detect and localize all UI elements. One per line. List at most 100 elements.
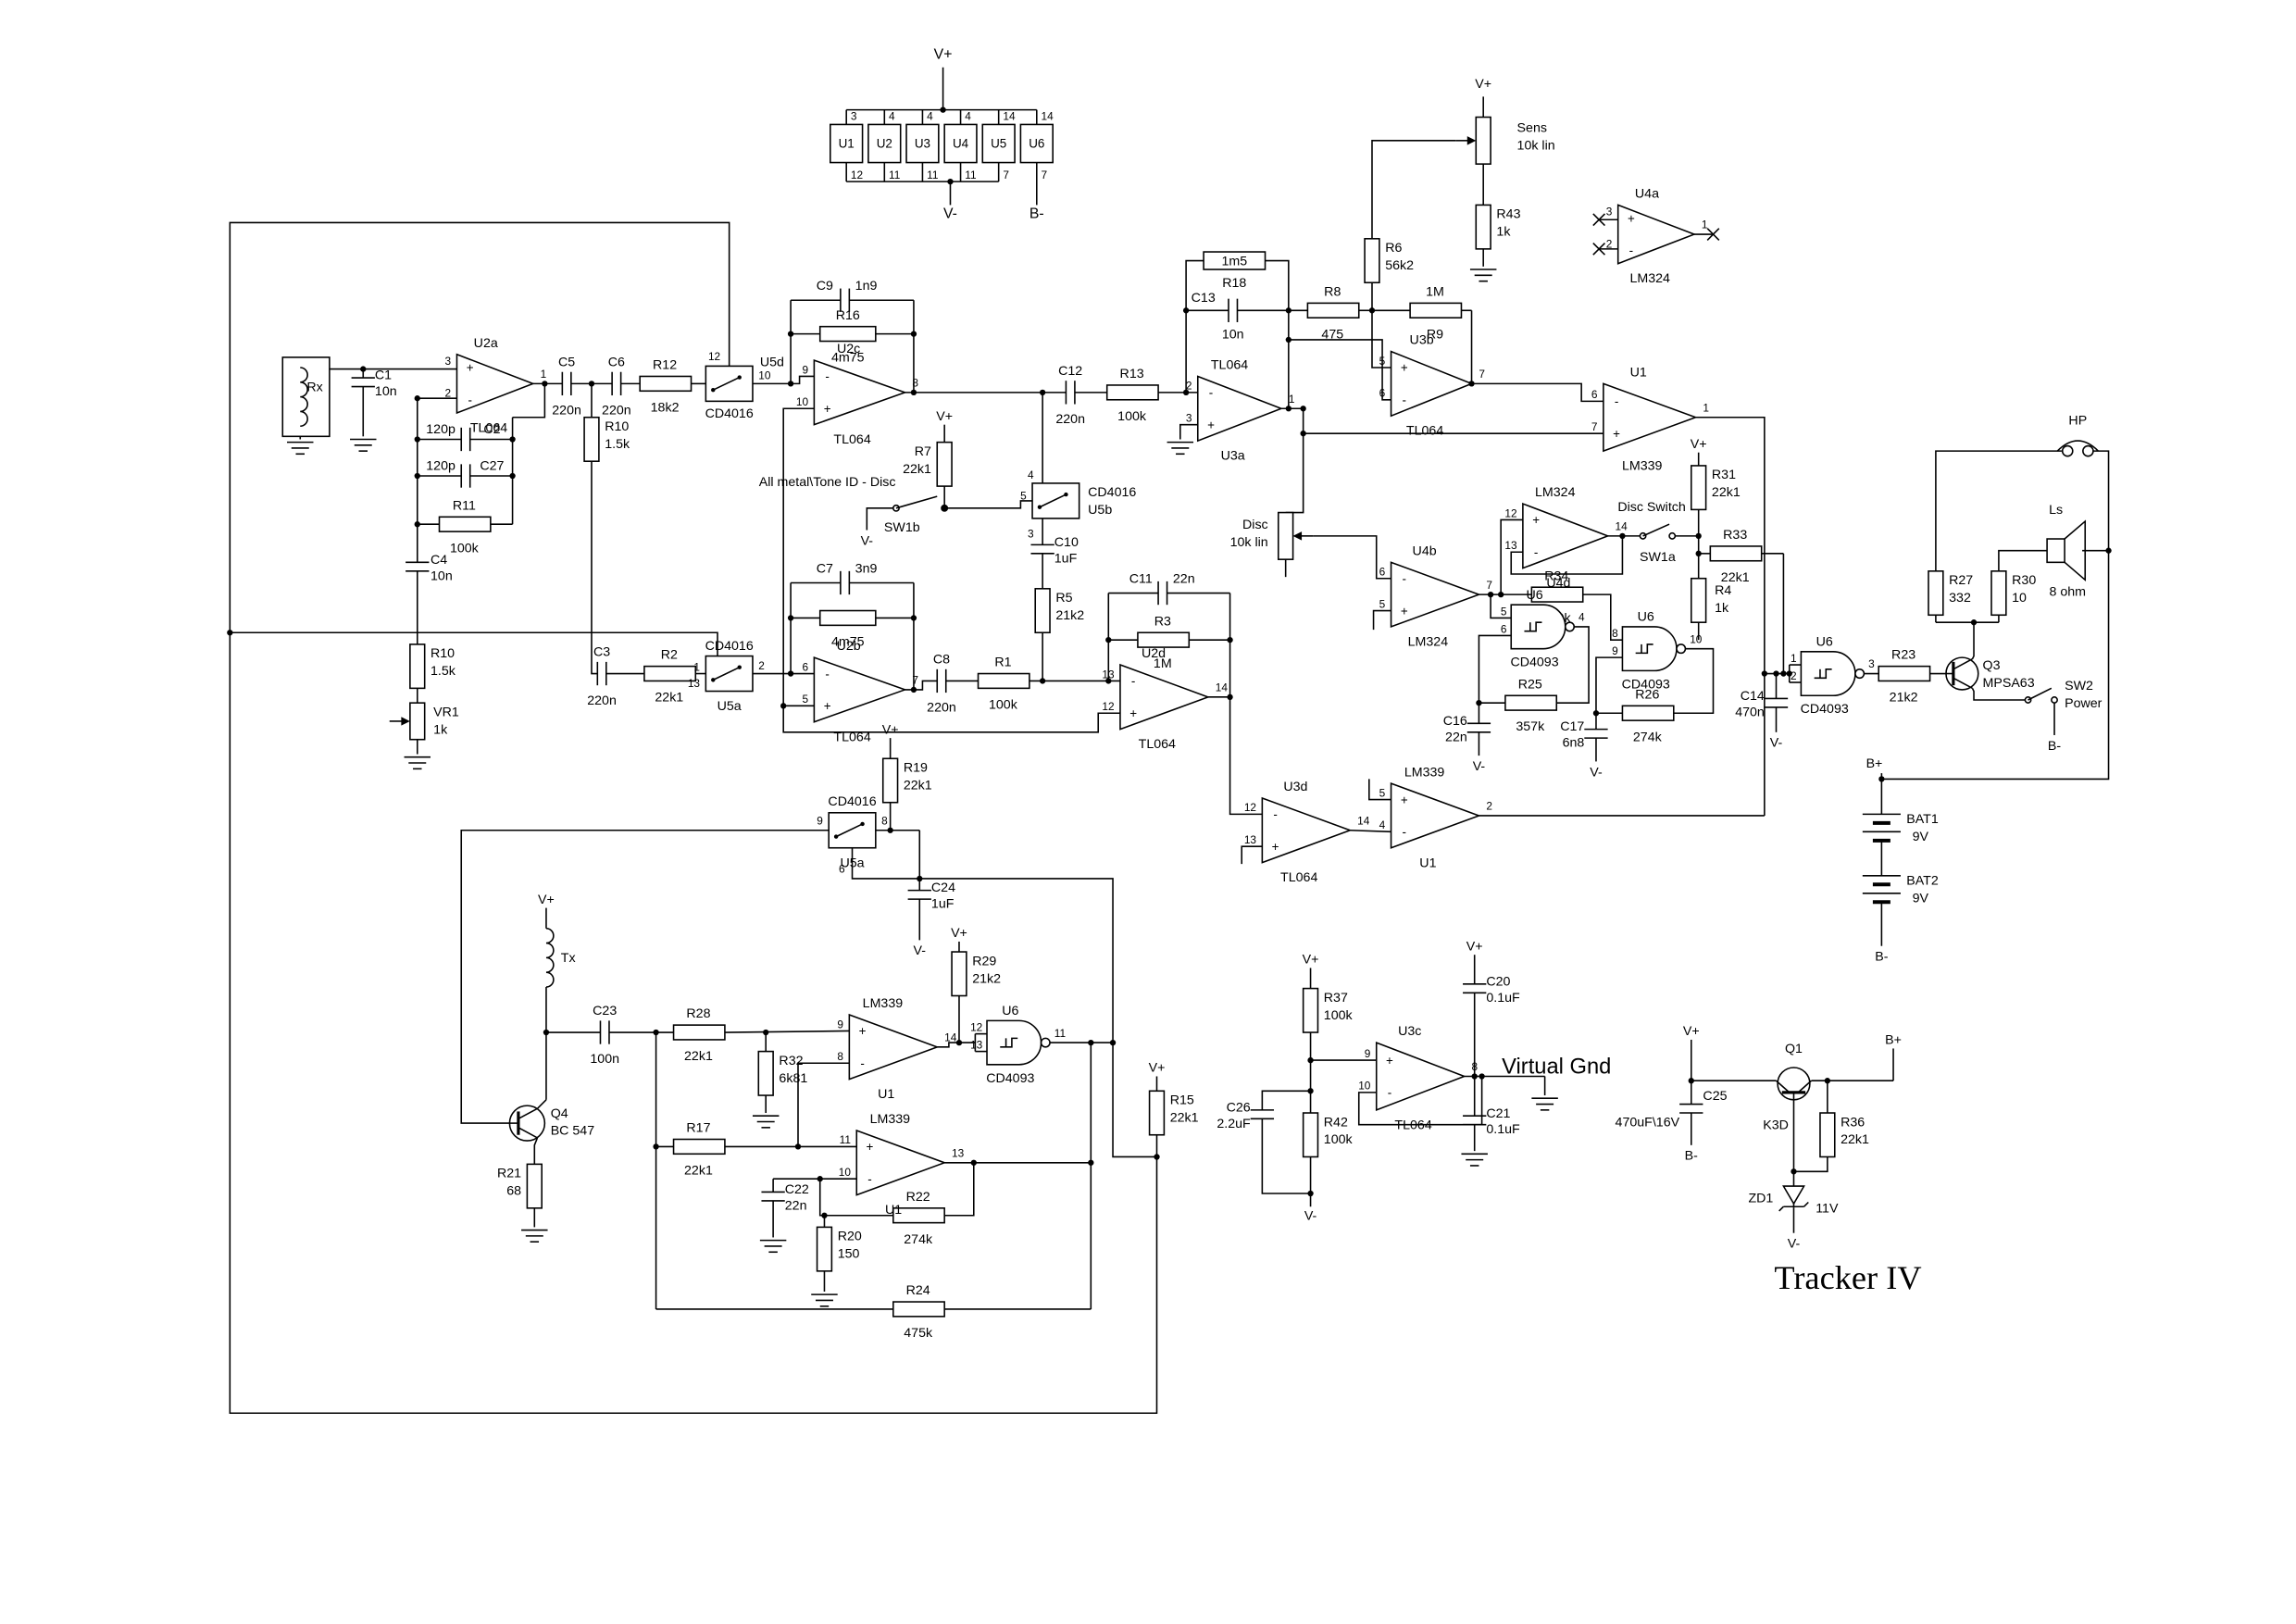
opamp-label: U4a — [1635, 187, 1659, 202]
pin-label: 7 — [912, 674, 918, 687]
wire — [1935, 450, 2062, 571]
wire — [944, 500, 1033, 509]
wire — [512, 383, 546, 418]
opamp-U1-LM339 — [848, 1013, 940, 1081]
label: V- — [1590, 765, 1603, 780]
capacitor-value: 220n — [1055, 412, 1085, 427]
ic-label: U5a — [718, 699, 742, 714]
resistor-R42 — [1302, 1112, 1319, 1158]
resistor-value: 68 — [506, 1184, 521, 1199]
opamp-sign: + — [1532, 513, 1540, 527]
resistor-R13 — [1105, 384, 1159, 401]
pin-label: 12 — [970, 1020, 982, 1033]
ic-label: CD4016 — [1088, 485, 1136, 500]
resistor-R15 — [1148, 1090, 1166, 1136]
resistor-value: 475 — [1321, 327, 1343, 342]
resistor-R36 — [1819, 1112, 1836, 1158]
pin-label: 2 — [1486, 800, 1492, 813]
resistor-R34 — [1530, 586, 1584, 603]
ic-label: CD4016 — [705, 406, 754, 421]
ic-power-U5 — [981, 123, 1016, 164]
switch-lever — [835, 823, 863, 838]
capacitor-value: 220n — [587, 693, 617, 708]
capacitor-value: 2.2uF — [1217, 1117, 1251, 1131]
opamp-label: U1 — [1419, 856, 1436, 870]
vplus-label: V+ — [934, 46, 953, 62]
junction-dot — [1285, 336, 1292, 344]
junction-dot — [910, 686, 917, 693]
wire — [944, 1162, 975, 1217]
opamp-sign: + — [1613, 427, 1620, 441]
junction-dot — [1487, 591, 1494, 598]
label: V+ — [951, 926, 967, 941]
resistor-name: R1 — [994, 656, 1011, 670]
pin-label: 11 — [1054, 1027, 1067, 1040]
gate-label: CD4093 — [1622, 677, 1670, 692]
junction-dot — [1039, 678, 1046, 684]
capacitor-name: C6 — [608, 355, 625, 369]
label: 10k lin — [1230, 535, 1268, 550]
capacitor-value: 0.1uF — [1486, 1122, 1520, 1137]
resistor-R12 — [639, 375, 693, 393]
resistor-R2 — [643, 665, 697, 682]
wire — [1971, 688, 2026, 701]
ic-power-U1 — [830, 123, 864, 164]
wire — [724, 1030, 850, 1033]
pin-label: 14 — [1357, 814, 1370, 827]
resistor-value: 1k — [1715, 601, 1729, 616]
resistor-name: R11 — [453, 498, 476, 513]
wire — [919, 878, 1157, 1158]
switch-contact — [737, 665, 742, 669]
capacitor-name: C2 — [483, 422, 500, 437]
junction-dot — [1498, 591, 1504, 598]
pin-label: 8 — [912, 377, 918, 390]
junction-dot — [1619, 532, 1626, 540]
pin-label: 4 — [1379, 818, 1386, 831]
nand-gate — [1510, 604, 1566, 650]
ic-power-name: U5 — [991, 137, 1006, 151]
junction-dot — [940, 106, 946, 113]
opamp-sign: + — [1129, 706, 1137, 720]
capacitor-value: 470n — [1735, 705, 1765, 719]
junction-dot — [1773, 670, 1779, 677]
pin-label: 3 — [851, 110, 857, 123]
junction-dot — [509, 472, 516, 480]
junction-dot — [1695, 550, 1702, 557]
pin-label: 9 — [817, 814, 823, 827]
label: Disc Switch — [1617, 500, 1685, 515]
wire — [1881, 450, 2110, 781]
capacitor-name: C3 — [593, 645, 610, 660]
headphone-cup — [2082, 444, 2094, 457]
opamp-label: LM324 — [1629, 271, 1670, 286]
label: 8 ohm — [2049, 585, 2086, 600]
wire — [1261, 1090, 1311, 1110]
opamp-sign: + — [824, 402, 831, 416]
pin-label: 1 — [1702, 219, 1708, 231]
label: Rx — [306, 380, 322, 394]
wire — [1998, 549, 2048, 571]
resistor-R28 — [672, 1024, 726, 1041]
pin-label: 10 — [796, 395, 809, 408]
capacitor-value: 120p — [426, 459, 455, 474]
resistor-value: 100k — [450, 541, 480, 556]
ic-power-U4 — [943, 123, 978, 164]
resistor-name: R17 — [686, 1121, 710, 1136]
resistor-value: 150 — [838, 1247, 860, 1262]
capacitor-name: C22 — [785, 1182, 809, 1197]
ic-label: CD4016 — [705, 639, 754, 654]
resistor-value: 56k2 — [1385, 258, 1414, 273]
gate-label: U6 — [1638, 610, 1654, 625]
resistor-name: R23 — [1891, 648, 1915, 663]
opamp-sign: + — [1401, 604, 1408, 618]
resistor-value: 21k2 — [1890, 691, 1918, 706]
switch-lever — [1039, 493, 1067, 508]
opamp-sign: - — [860, 1056, 864, 1070]
label: Ls — [2049, 503, 2063, 518]
label: Sens — [1517, 120, 1547, 135]
resistor-R22 — [892, 1207, 945, 1224]
junction-dot — [794, 1143, 802, 1150]
opamp-label: U2d — [1142, 646, 1166, 661]
opamp-U1-LM339 — [1390, 782, 1481, 849]
pin-label: 8 — [1472, 1060, 1479, 1073]
vminus-label: V- — [943, 206, 957, 222]
